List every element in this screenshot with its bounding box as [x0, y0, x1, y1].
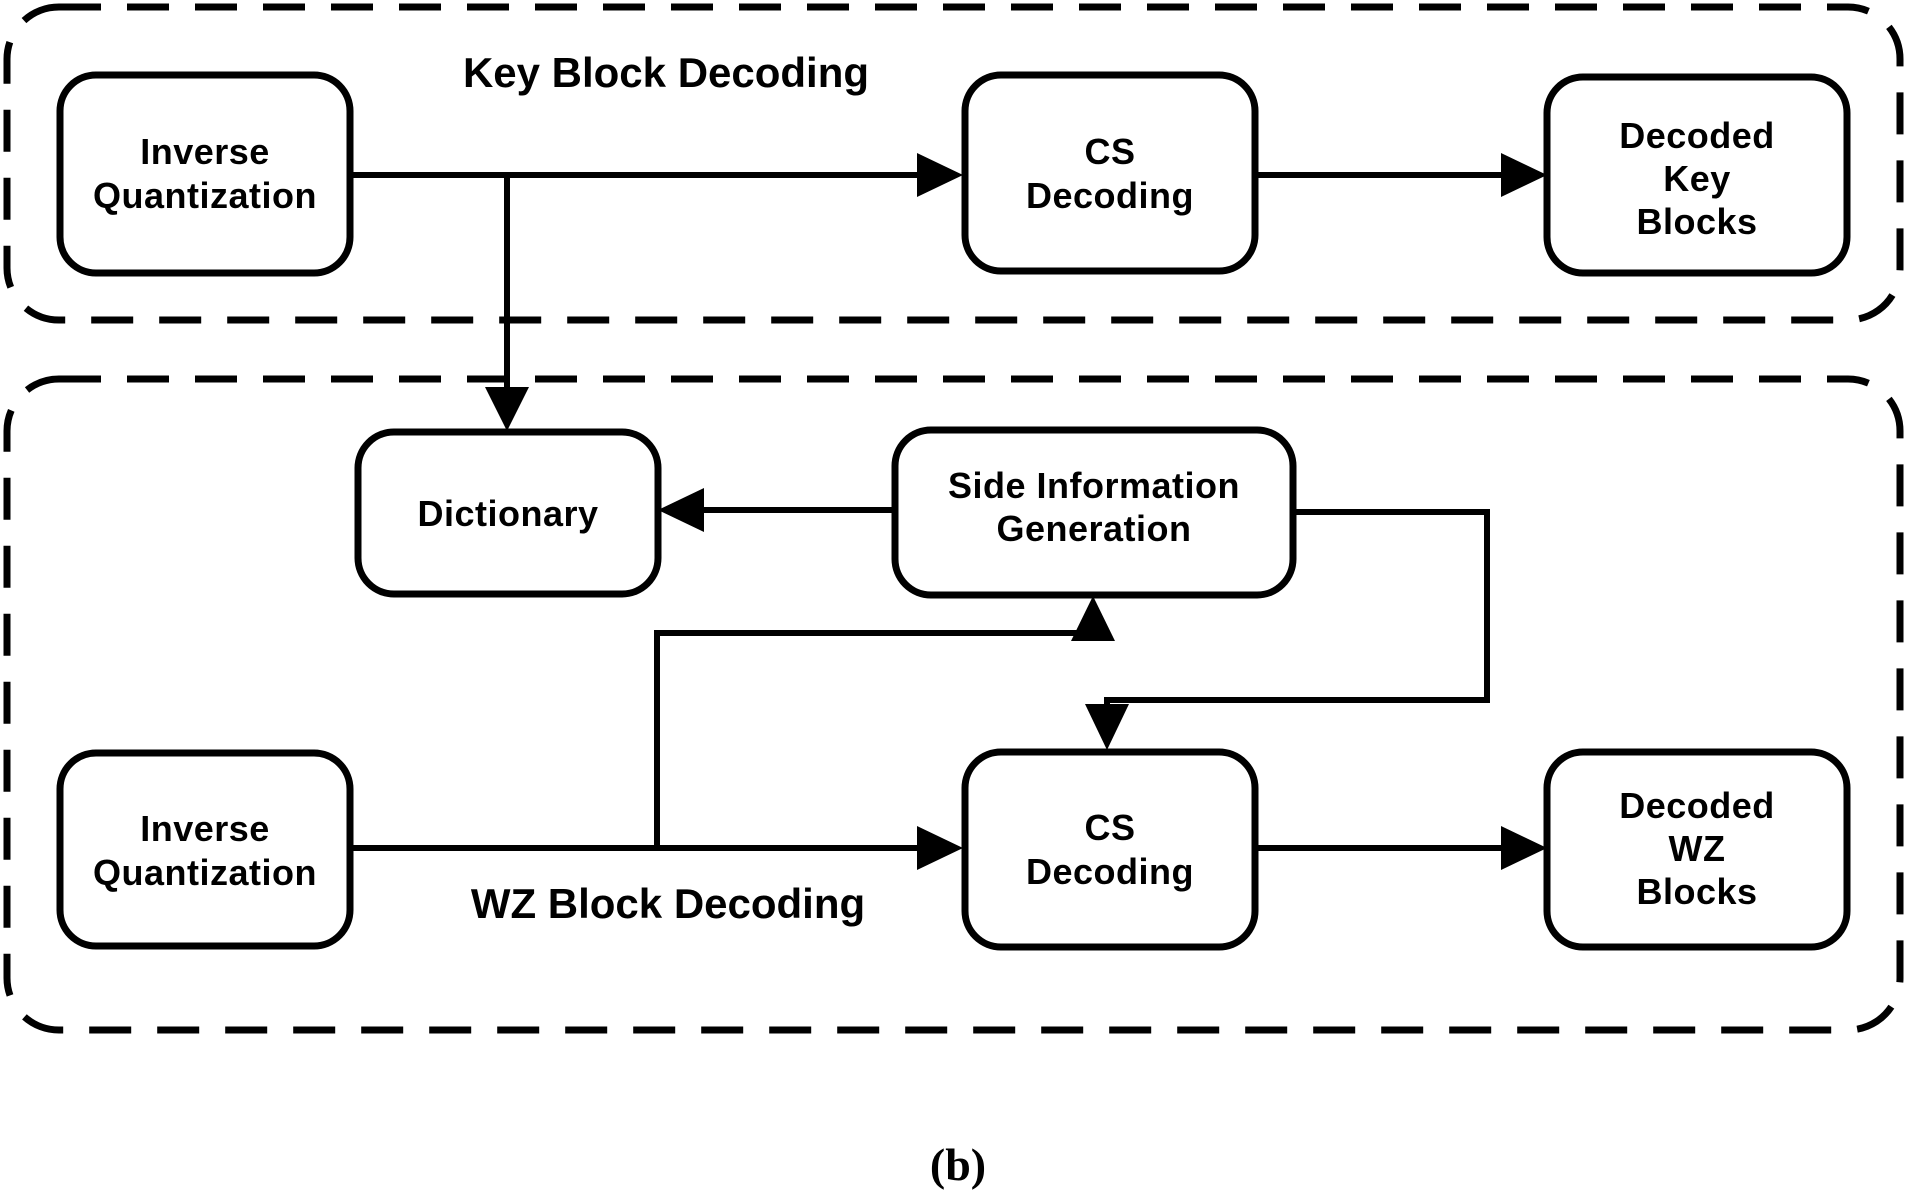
decoded-wz-blocks-rect	[1543, 748, 1851, 951]
arrow-cskey-to-decodedkey-head	[1501, 153, 1547, 197]
decoded-key-blocks-box: Decoded Key Blocks	[1543, 73, 1851, 277]
inverse-quantization-wz-box: Inverse Quantization	[56, 749, 354, 950]
inverse-quantization-wz-rect	[56, 749, 354, 950]
arrow-cswz-to-decodedwz-head	[1501, 826, 1547, 870]
decoded-wz-blocks-label-line2: WZ	[1669, 828, 1726, 869]
inverse-quantization-key-box: Inverse Quantization	[56, 71, 354, 277]
figure-caption: (b)	[930, 1139, 986, 1190]
side-information-generation-label-line1: Side Information	[948, 465, 1240, 506]
key-section-border	[3, 3, 1904, 324]
cs-decoding-wz-label-line2: Decoding	[1026, 851, 1194, 892]
decoded-wz-blocks-label-line3: Blocks	[1636, 871, 1757, 912]
cs-decoding-key-box: CS Decoding	[961, 71, 1259, 275]
dictionary-label-line1: Dictionary	[417, 493, 598, 534]
decoded-key-blocks-label-line2: Key	[1663, 158, 1731, 199]
arrow-wz-to-sideinfo-head	[1071, 596, 1115, 641]
dictionary-box: Dictionary	[354, 428, 662, 598]
key-section-title: Key Block Decoding	[463, 49, 869, 96]
decoded-key-blocks-label-line3: Blocks	[1636, 201, 1757, 242]
inverse-quantization-key-rect	[56, 71, 354, 277]
arrow-key-to-dictionary-head	[485, 387, 529, 431]
decoded-wz-blocks-box: Decoded WZ Blocks	[1543, 748, 1851, 951]
decoded-key-blocks-label-line1: Decoded	[1619, 115, 1775, 156]
cs-decoding-key-rect	[961, 71, 1259, 275]
dictionary-rect	[354, 428, 662, 598]
inverse-quantization-key-label-line1: Inverse	[140, 131, 270, 172]
decoded-wz-blocks-label-line1: Decoded	[1619, 785, 1775, 826]
side-information-generation-rect	[891, 426, 1297, 599]
cs-decoding-wz-rect	[961, 748, 1259, 951]
arrow-sideinfo-to-cswz-line	[1104, 509, 1490, 706]
arrow-sideinfo-to-dictionary-head	[658, 488, 704, 532]
wz-section-border	[3, 375, 1904, 1034]
inverse-quantization-wz-label-line2: Quantization	[93, 852, 317, 893]
side-information-generation-box: Side Information Generation	[891, 426, 1297, 599]
wz-section-title: WZ Block Decoding	[471, 880, 865, 927]
cs-decoding-wz-box: CS Decoding	[961, 748, 1259, 951]
cs-decoding-wz-label-line1: CS	[1084, 807, 1135, 848]
cs-decoding-key-label-line2: Decoding	[1026, 175, 1194, 216]
side-information-generation-label-line2: Generation	[996, 508, 1191, 549]
arrow-sideinfo-to-cswz-head	[1085, 704, 1129, 750]
cs-decoding-key-label-line1: CS	[1084, 131, 1135, 172]
inverse-quantization-wz-label-line1: Inverse	[140, 808, 270, 849]
inverse-quantization-key-label-line2: Quantization	[93, 175, 317, 216]
decoded-key-blocks-rect	[1543, 73, 1851, 277]
arrow-iqkey-to-cskey-head	[917, 153, 963, 197]
arrow-iqwz-to-cswz-head	[917, 826, 963, 870]
